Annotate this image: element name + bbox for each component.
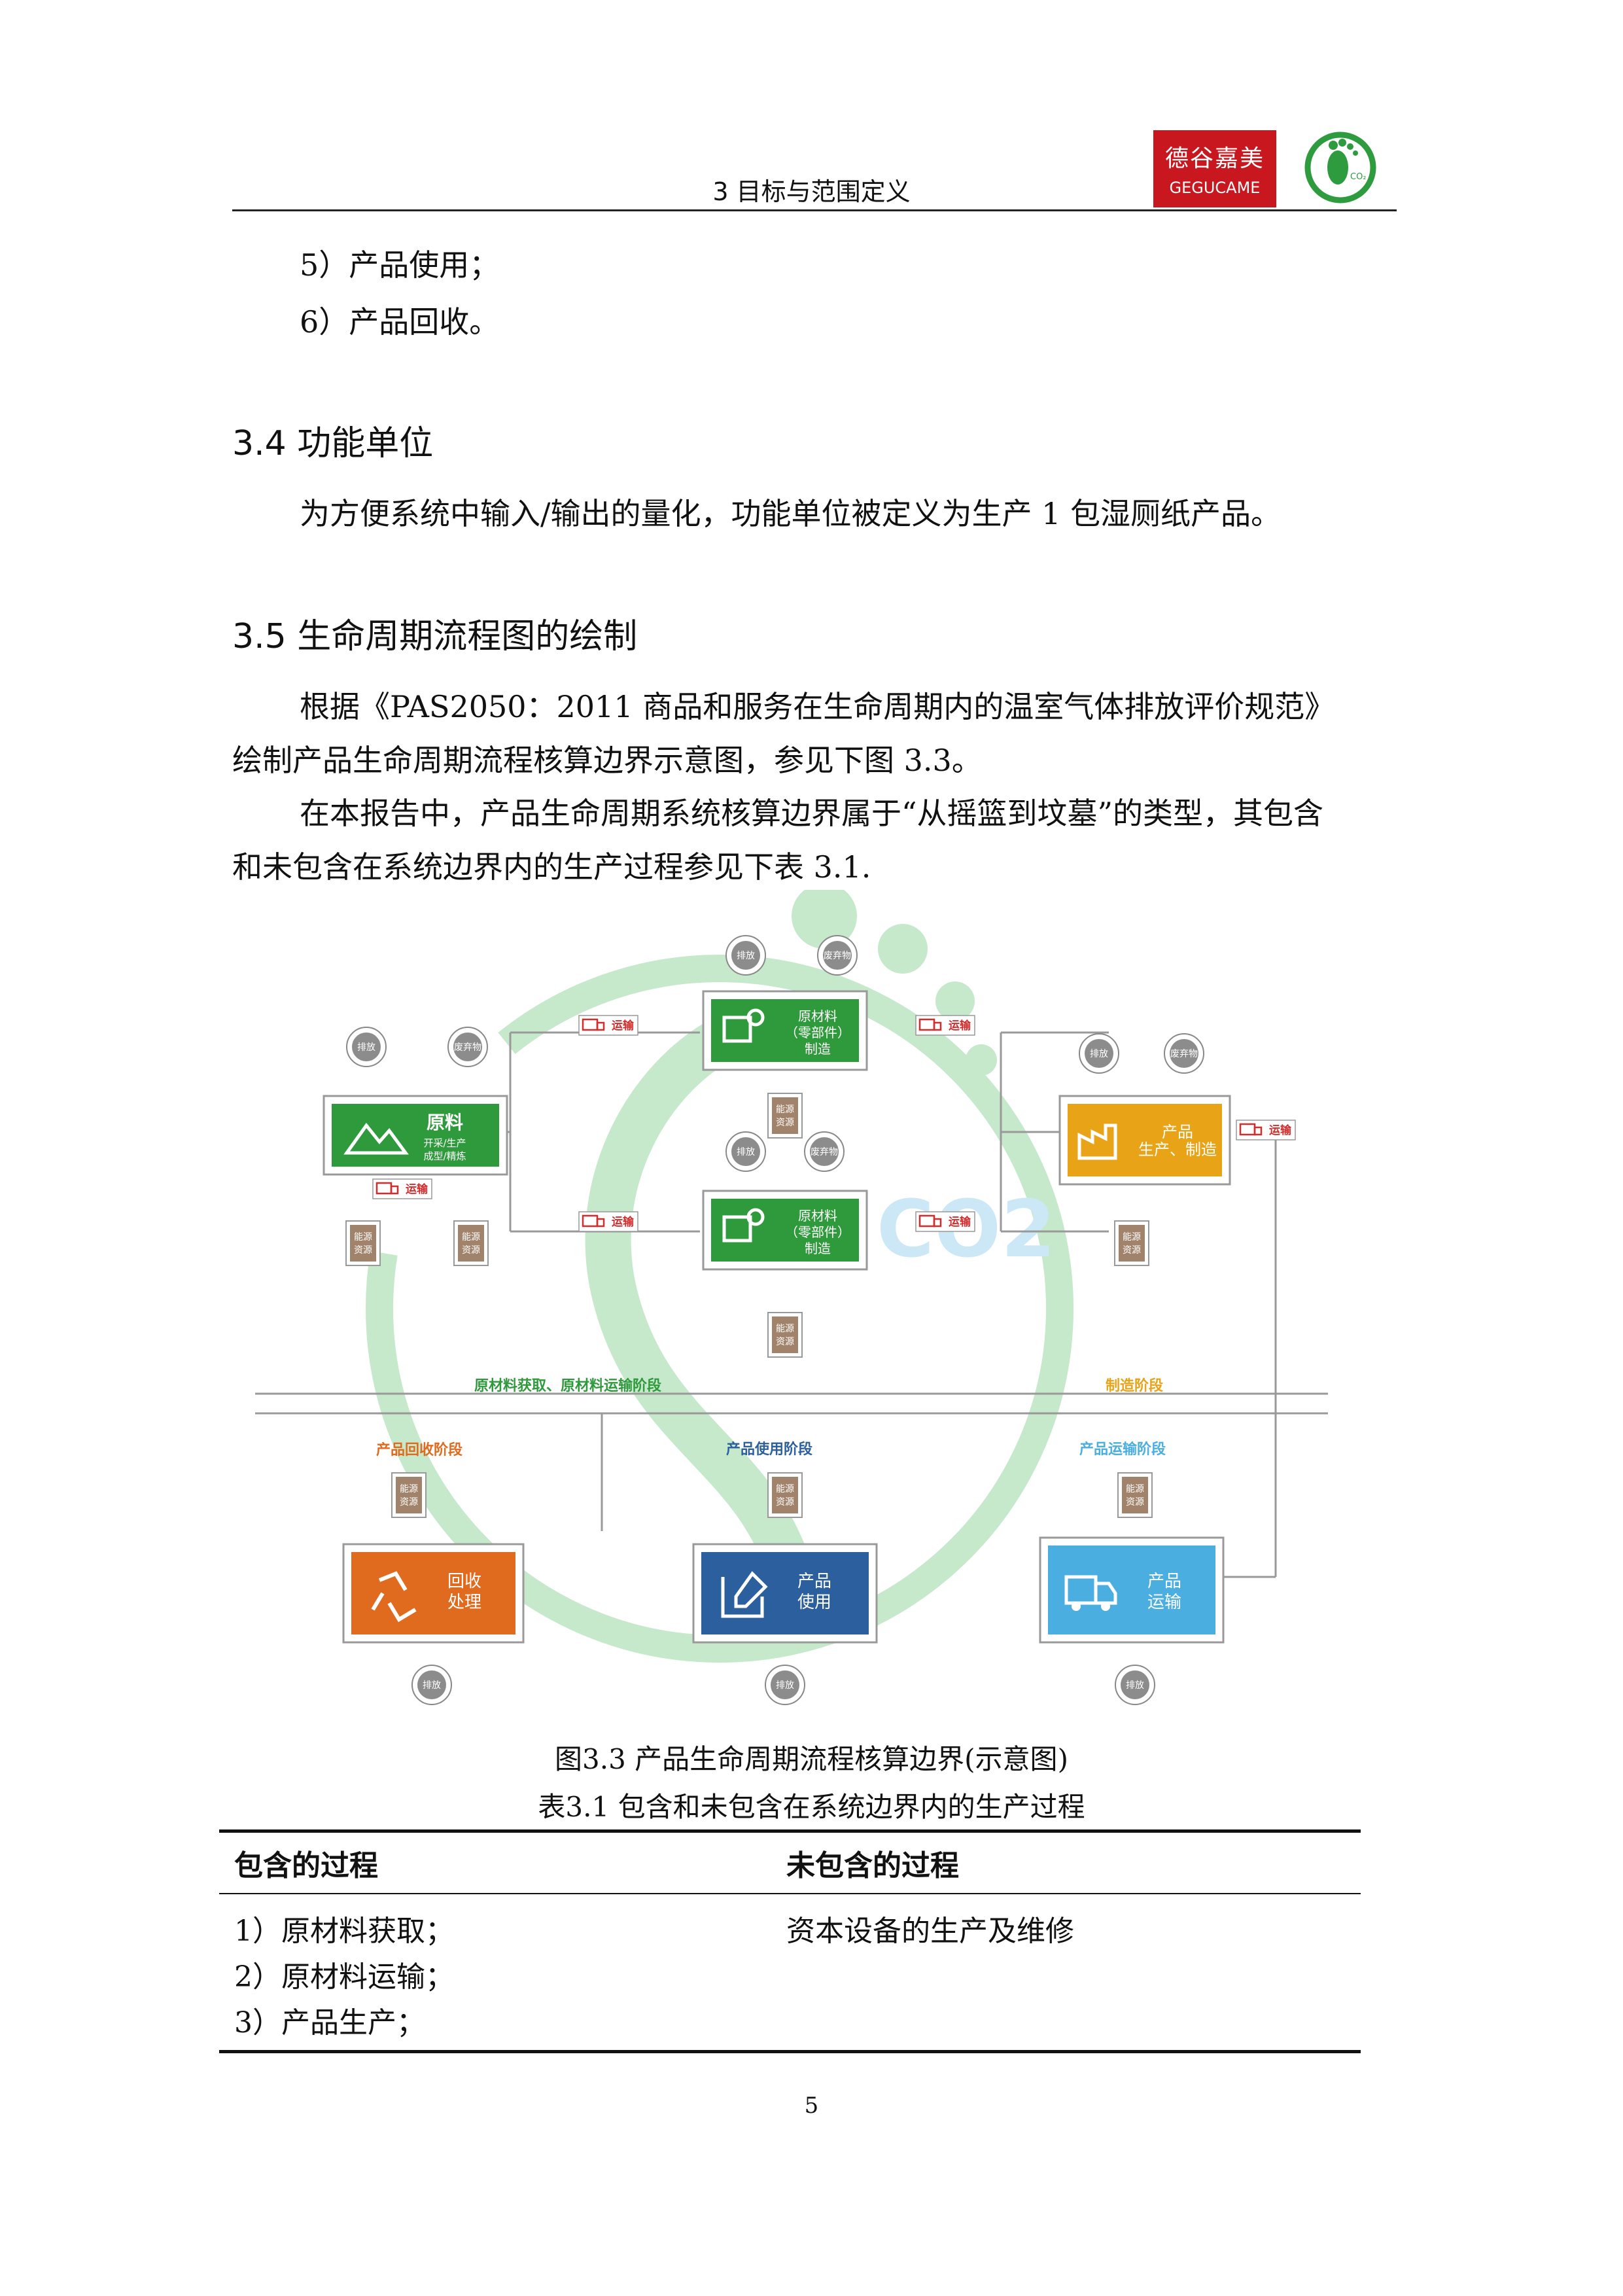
waste-label: 废弃物 [1170, 1049, 1198, 1059]
energy-label: 能源 [354, 1232, 372, 1243]
resource-label: 资源 [1123, 1245, 1141, 1256]
ship-label-2: 运输 [1147, 1593, 1181, 1612]
parts-label-1: 原材料 [798, 1208, 837, 1224]
waste-label: 废弃物 [454, 1042, 481, 1053]
page-number: 5 [804, 2093, 819, 2119]
list-item: 5）产品使用； [300, 247, 500, 283]
svg-text:CO₂: CO₂ [1350, 172, 1367, 182]
table-caption: 表3.1 包含和未包含在系统边界内的生产过程 [538, 1791, 1085, 1823]
parts-label-3: 制造 [805, 1041, 831, 1057]
table-top-rule [219, 1829, 1361, 1833]
paragraph-line: 根据《PAS2050：2011 商品和服务在生命周期内的温室气体排放评价规范》 [300, 689, 1335, 724]
transport-label: 运输 [406, 1182, 428, 1196]
prod-label-1: 产品 [1162, 1123, 1193, 1141]
lifecycle-flow-diagram: CO2 排放 废弃物 排放 废弃物 排放 废弃物 排放 废弃物 排放 排放 排放 [255, 890, 1328, 1705]
waste-label: 废弃物 [811, 1147, 838, 1157]
recycle-label-2: 处理 [447, 1593, 481, 1612]
energy-label: 能源 [1123, 1232, 1141, 1243]
table-bottom-rule [219, 2050, 1361, 2053]
raw-material-box: 原料 开采/生产 成型/精炼 [323, 1095, 508, 1176]
stage-transport-label: 产品运输阶段 [1079, 1441, 1166, 1458]
resource-label: 资源 [400, 1497, 418, 1508]
energy-label: 能源 [776, 1484, 794, 1494]
emit-label: 排放 [737, 1147, 755, 1157]
parts-manufacturing-box-top: 原材料 （零部件） 制造 [702, 990, 868, 1071]
stage-raw-label: 原材料获取、原材料运输阶段 [474, 1377, 661, 1394]
emit-label: 排放 [776, 1680, 794, 1691]
resource-label: 资源 [776, 1337, 794, 1347]
transport-label: 运输 [612, 1215, 635, 1229]
stage-mfg-label: 制造阶段 [1106, 1377, 1163, 1394]
prod-label-2: 生产、制造 [1138, 1140, 1217, 1159]
section-heading: 3.5 生命周期流程图的绘制 [232, 617, 638, 656]
table-header-rule [219, 1893, 1361, 1894]
recycle-box: 回收 处理 [342, 1543, 525, 1644]
use-label-1: 产品 [797, 1572, 831, 1591]
recycle-label-1: 回收 [447, 1572, 481, 1591]
transport-label: 运输 [1269, 1123, 1292, 1137]
ship-label-1: 产品 [1147, 1572, 1181, 1591]
table-cell: 1）原材料获取； [234, 1915, 454, 1948]
paragraph-line: 绘制产品生命周期流程核算边界示意图，参见下图 3.3。 [232, 743, 982, 778]
energy-label: 能源 [462, 1232, 480, 1243]
resource-label: 资源 [1126, 1497, 1144, 1508]
emit-label: 排放 [423, 1680, 441, 1691]
product-transport-box: 产品 运输 [1039, 1536, 1225, 1644]
energy-label: 能源 [776, 1324, 794, 1334]
transport-label: 运输 [949, 1019, 971, 1033]
resource-label: 资源 [776, 1497, 794, 1508]
emit-label: 排放 [1090, 1049, 1108, 1059]
paragraph-line: 在本报告中，产品生命周期系统核算边界属于“从摇篮到坟墓”的类型，其包含 [300, 796, 1324, 831]
emit-label: 排放 [357, 1042, 375, 1053]
logo-text-cn: 德谷嘉美 [1164, 145, 1265, 172]
raw-sub1: 开采/生产 [423, 1137, 466, 1149]
waste-label: 废弃物 [824, 951, 851, 961]
running-header: 3 目标与范围定义 [712, 177, 911, 206]
parts-label-2: （零部件） [785, 1224, 850, 1240]
figure-caption: 图3.3 产品生命周期流程核算边界(示意图) [555, 1743, 1068, 1775]
emit-label: 排放 [737, 951, 755, 961]
table-cell: 2）原材料运输； [234, 1960, 454, 1994]
transport-label: 运输 [612, 1019, 635, 1033]
use-label-2: 使用 [797, 1593, 831, 1612]
emit-label: 排放 [1126, 1680, 1144, 1691]
company-logo: 德谷嘉美 GEGUCAME [1153, 130, 1276, 207]
transport-label: 运输 [949, 1215, 971, 1229]
carbon-footprint-logo: CO₂ [1304, 132, 1376, 203]
resource-label: 资源 [776, 1118, 794, 1128]
table-header-included: 包含的过程 [234, 1849, 378, 1882]
logo-text-en: GEGUCAME [1169, 179, 1261, 197]
paragraph: 为方便系统中输入/输出的量化，功能单位被定义为生产 1 包湿厕纸产品。 [300, 496, 1282, 531]
section-heading: 3.4 功能单位 [232, 424, 434, 463]
parts-manufacturing-box-bottom: 原材料 （零部件） 制造 [702, 1190, 868, 1271]
product-production-box: 产品 生产、制造 [1058, 1095, 1231, 1186]
header-rule [232, 209, 1397, 211]
resource-label: 资源 [462, 1245, 480, 1256]
energy-label: 能源 [776, 1104, 794, 1115]
stage-recycle-label: 产品回收阶段 [376, 1441, 462, 1458]
list-item: 6）产品回收。 [300, 304, 500, 340]
parts-label-2: （零部件） [785, 1025, 850, 1040]
energy-label: 能源 [1126, 1484, 1144, 1494]
table-cell: 资本设备的生产及维修 [786, 1915, 1074, 1948]
parts-label-3: 制造 [805, 1241, 831, 1256]
raw-sub2: 成型/精炼 [423, 1150, 466, 1162]
connector-lines [255, 1031, 1328, 1578]
resource-label: 资源 [354, 1245, 372, 1256]
stage-use-label: 产品使用阶段 [726, 1441, 812, 1458]
table-header-excluded: 未包含的过程 [786, 1849, 959, 1882]
raw-title: 原料 [427, 1112, 463, 1133]
energy-label: 能源 [400, 1484, 418, 1494]
product-use-box: 产品 使用 [692, 1543, 878, 1644]
paragraph-line: 和未包含在系统边界内的生产过程参见下表 3.1. [232, 849, 871, 885]
table-cell: 3）产品生产； [234, 2006, 425, 2040]
parts-label-1: 原材料 [798, 1008, 837, 1024]
